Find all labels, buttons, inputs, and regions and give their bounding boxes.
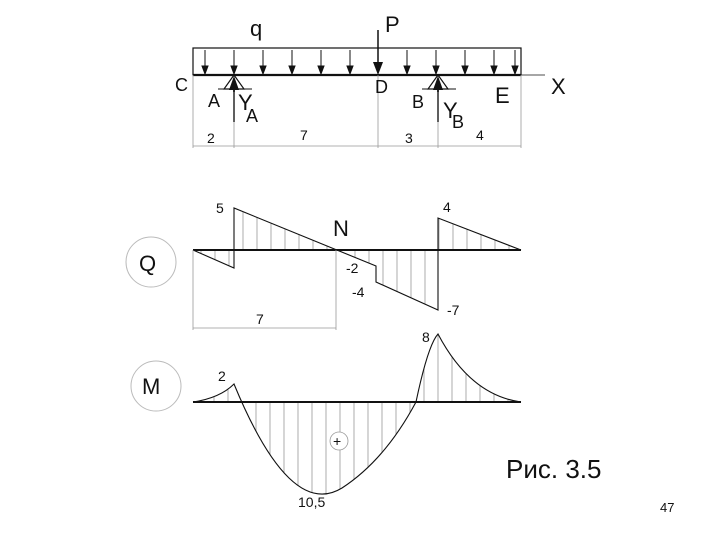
- q-symbol: Q: [139, 251, 156, 276]
- load-arrowhead: [259, 65, 267, 76]
- q-hatching: [200, 211, 510, 305]
- m-value-10-5: 10,5: [298, 494, 325, 510]
- m-value-2: 2: [218, 368, 226, 384]
- reaction-ya-arrowhead: [229, 76, 239, 90]
- figure-caption: Рис. 3.5: [506, 454, 601, 484]
- shear-diagram: Q 5 4 -2 -4 -7 N 7: [125, 199, 522, 330]
- load-arrowhead: [201, 65, 209, 76]
- load-arrows: [201, 50, 519, 76]
- reaction-ya-label: Y: [238, 90, 253, 115]
- load-arrowhead: [490, 65, 498, 76]
- axis-x-label: X: [551, 74, 566, 99]
- q-value-5: 5: [216, 200, 224, 216]
- dimension-lines: [192, 75, 522, 148]
- reaction-ya-subscript: A: [246, 106, 258, 126]
- reaction-yb-label: Y: [443, 98, 458, 123]
- load-arrowhead: [288, 65, 296, 76]
- dim-ad: 7: [300, 127, 308, 143]
- m-outline: [192, 333, 522, 495]
- load-arrowhead: [317, 65, 325, 76]
- q-dim-label: 7: [256, 311, 264, 327]
- q-symbol-circle: [125, 236, 177, 288]
- q-zero-label: N: [333, 216, 349, 241]
- point-e-label: E: [495, 83, 510, 108]
- load-arrowhead: [403, 65, 411, 76]
- load-arrowhead: [461, 65, 469, 76]
- point-b-label: B: [412, 92, 424, 112]
- q-value-minus-2: -2: [346, 260, 359, 276]
- m-hatching: [199, 334, 509, 494]
- m-value-8: 8: [422, 329, 430, 345]
- load-arrowhead: [511, 65, 519, 76]
- m-symbol: M: [142, 374, 160, 399]
- point-d-label: D: [375, 77, 388, 97]
- load-q-label: q: [250, 16, 262, 41]
- page-number: 47: [660, 500, 674, 515]
- m-plus-sign: +: [333, 433, 341, 449]
- moment-diagram: M + 2 8 10,5: [130, 329, 522, 510]
- load-arrowhead: [346, 65, 354, 76]
- reaction-yb-subscript: B: [452, 112, 464, 132]
- q-value-minus-4: -4: [352, 284, 365, 300]
- point-a-label: A: [208, 91, 220, 111]
- reaction-yb-arrowhead: [433, 76, 443, 90]
- dim-be: 4: [476, 127, 484, 143]
- q-dimension: [192, 250, 337, 330]
- force-p-label: P: [385, 12, 400, 37]
- dim-db: 3: [405, 130, 413, 146]
- point-c-label: C: [175, 75, 188, 95]
- load-arrowhead: [230, 65, 238, 76]
- q-outline: [192, 207, 522, 311]
- beam-scheme: q P C A Y A D B Y B E X 2 7 3 4: [175, 12, 566, 148]
- q-value-4: 4: [443, 199, 451, 215]
- q-value-minus-7: -7: [447, 302, 460, 318]
- m-plus-circle: [329, 431, 349, 451]
- dim-ca: 2: [207, 130, 215, 146]
- load-arrowhead: [432, 65, 440, 76]
- distributed-load-box: [192, 47, 522, 76]
- m-symbol-circle: [130, 360, 182, 412]
- force-p-arrowhead: [373, 62, 383, 75]
